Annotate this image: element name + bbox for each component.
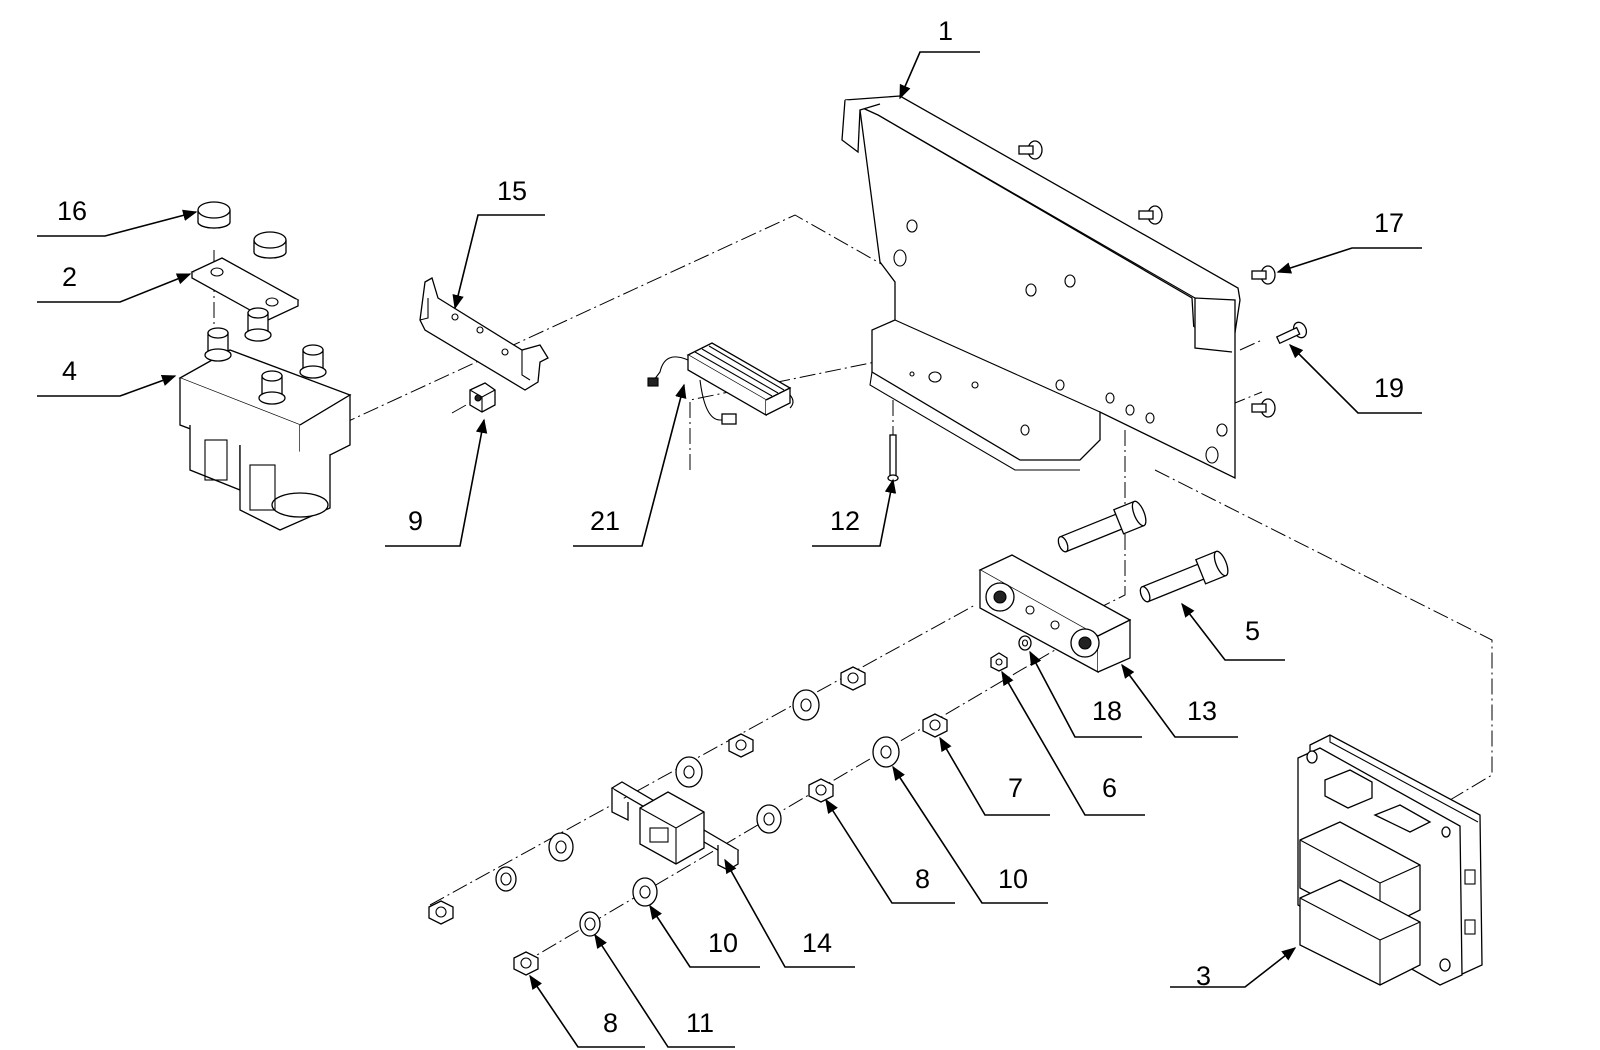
contactor-terminals (204, 307, 327, 405)
callout-18: 18 (1092, 696, 1122, 726)
callout-11: 11 (686, 1008, 714, 1038)
screw-part-19 (1275, 321, 1308, 345)
callout-10-upper: 10 (998, 864, 1028, 894)
callout-7: 7 (1008, 773, 1023, 803)
nut-part-6 (990, 652, 1008, 672)
busbar-block-part-13 (978, 554, 1132, 674)
callout-labels: 1 2 3 4 5 6 7 8 8 9 10 10 11 12 13 14 15… (57, 16, 1404, 1038)
callout-leaders (37, 51, 1422, 1048)
resistor-part-21 (647, 342, 794, 425)
callout-17: 17 (1374, 208, 1404, 238)
callout-12: 12 (830, 506, 860, 536)
callout-6: 6 (1102, 773, 1117, 803)
bolt-part-5 (1057, 500, 1229, 603)
hardware-stack-lower (513, 713, 948, 976)
callout-3: 3 (1196, 961, 1211, 991)
controller-part-3 (1297, 734, 1483, 986)
link-plate-part-2 (190, 257, 300, 321)
cage-nut-part-9 (469, 382, 496, 413)
callout-10-lower: 10 (708, 928, 738, 958)
callout-21: 21 (590, 506, 620, 536)
contactor-part-4 (178, 307, 352, 531)
hardware-stack-upper (428, 666, 866, 925)
callout-8-lower: 8 (603, 1008, 618, 1038)
callout-15: 15 (497, 176, 527, 206)
screw-part-17 (1018, 140, 1276, 418)
cap-part-16 (197, 201, 287, 259)
callout-8-upper: 8 (915, 864, 930, 894)
callout-9: 9 (408, 506, 423, 536)
callout-19: 19 (1374, 373, 1404, 403)
callout-5: 5 (1245, 616, 1260, 646)
clip-bracket-part-15 (419, 277, 549, 391)
callout-16: 16 (57, 196, 87, 226)
callout-14: 14 (802, 928, 832, 958)
washer-part-18 (1018, 635, 1032, 651)
callout-4: 4 (62, 356, 77, 386)
callout-1: 1 (938, 16, 953, 46)
callout-13: 13 (1187, 696, 1217, 726)
callout-2: 2 (62, 262, 77, 292)
pin-part-12 (887, 434, 899, 482)
fuse-part-14 (610, 781, 740, 871)
mounting-bracket-part (841, 95, 1241, 480)
